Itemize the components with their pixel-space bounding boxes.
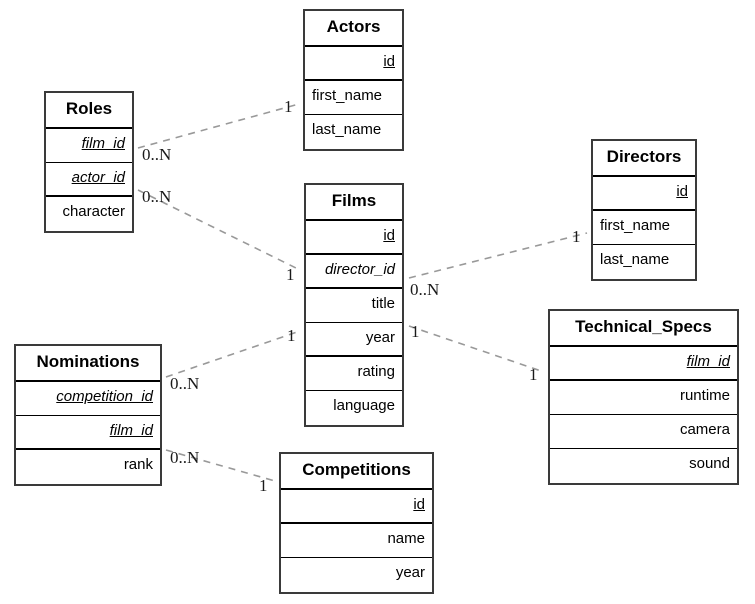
relationship-line-roles-actors — [137, 103, 300, 149]
attribute-label-actor_id: actor_id — [71, 169, 125, 186]
entity-roles[interactable]: Roles film_id actor_id character — [44, 91, 134, 233]
cardinality-films-directors-to: 1 — [572, 227, 581, 246]
relationship-line-nominations-films — [165, 330, 301, 378]
attribute-label-last_name: last_name — [312, 121, 382, 138]
attribute-row-competitions-year[interactable]: year — [281, 558, 432, 592]
attribute-row-roles-actor_id[interactable]: actor_id — [46, 163, 132, 197]
attribute-label-year: year — [365, 329, 395, 346]
attribute-label-competition_id: competition_id — [56, 388, 153, 405]
entity-competitions[interactable]: Competitions id name year — [279, 452, 434, 594]
attribute-row-nominations-competition_id[interactable]: competition_id — [16, 382, 160, 416]
attribute-label-camera: camera — [679, 421, 730, 438]
attribute-label-rating: rating — [357, 363, 395, 380]
attribute-row-technical_specs-runtime[interactable]: runtime — [550, 381, 737, 415]
entity-title-films: Films — [306, 185, 402, 221]
cardinality-roles-films-to: 1 — [286, 265, 295, 284]
cardinality-roles-actors-from: 0..N — [142, 145, 172, 164]
attribute-row-films-year[interactable]: year — [306, 323, 402, 357]
cardinality-nominations-films-from: 0..N — [170, 374, 200, 393]
entity-directors[interactable]: Directors id first_name last_name — [591, 139, 697, 281]
attribute-row-actors-first_name[interactable]: first_name — [305, 81, 402, 115]
entity-title-directors: Directors — [593, 141, 695, 177]
attribute-row-nominations-rank[interactable]: rank — [16, 450, 160, 484]
attribute-row-technical_specs-camera[interactable]: camera — [550, 415, 737, 449]
attribute-row-roles-film_id[interactable]: film_id — [46, 129, 132, 163]
attribute-label-title: title — [371, 295, 395, 312]
entity-title-roles: Roles — [46, 93, 132, 129]
attribute-row-films-title[interactable]: title — [306, 289, 402, 323]
attribute-row-films-rating[interactable]: rating — [306, 357, 402, 391]
relationship-line-films-technical_specs — [408, 325, 545, 373]
cardinality-films-directors-from: 0..N — [410, 280, 440, 299]
cardinality-roles-films-from: 0..N — [142, 187, 172, 206]
entity-title-nominations: Nominations — [16, 346, 160, 382]
attribute-row-technical_specs-film_id[interactable]: film_id — [550, 347, 737, 381]
attribute-label-director_id: director_id — [324, 261, 395, 278]
cardinality-nominations-films-to: 1 — [287, 326, 296, 345]
attribute-row-nominations-film_id[interactable]: film_id — [16, 416, 160, 450]
attribute-row-films-language[interactable]: language — [306, 391, 402, 425]
attribute-row-directors-last_name[interactable]: last_name — [593, 245, 695, 279]
attribute-row-directors-id[interactable]: id — [593, 177, 695, 211]
attribute-label-first_name: first_name — [312, 87, 383, 104]
attribute-row-technical_specs-sound[interactable]: sound — [550, 449, 737, 483]
attribute-label-character: character — [62, 203, 125, 220]
attribute-label-film_id: film_id — [686, 353, 730, 370]
attribute-label-id: id — [383, 53, 395, 70]
cardinality-roles-actors-to: 1 — [284, 97, 293, 116]
attribute-label-rank: rank — [123, 456, 153, 473]
attribute-row-competitions-name[interactable]: name — [281, 524, 432, 558]
attribute-label-year: year — [395, 564, 425, 581]
entity-title-technical_specs: Technical_Specs — [550, 311, 737, 347]
attribute-label-language: language — [333, 397, 395, 414]
attribute-row-directors-first_name[interactable]: first_name — [593, 211, 695, 245]
attribute-row-films-id[interactable]: id — [306, 221, 402, 255]
entity-title-actors: Actors — [305, 11, 402, 47]
entity-title-competitions: Competitions — [281, 454, 432, 490]
attribute-label-first_name: first_name — [600, 217, 671, 234]
cardinality-films-technical_specs-from: 1 — [411, 322, 420, 341]
attribute-label-film_id: film_id — [109, 422, 153, 439]
attribute-row-competitions-id[interactable]: id — [281, 490, 432, 524]
cardinality-nominations-competitions-to: 1 — [259, 476, 268, 495]
attribute-label-id: id — [413, 496, 425, 513]
attribute-label-runtime: runtime — [679, 387, 730, 404]
attribute-row-actors-last_name[interactable]: last_name — [305, 115, 402, 149]
attribute-row-roles-character[interactable]: character — [46, 197, 132, 231]
attribute-row-films-director_id[interactable]: director_id — [306, 255, 402, 289]
attribute-label-sound: sound — [689, 455, 730, 472]
attribute-row-actors-id[interactable]: id — [305, 47, 402, 81]
attribute-label-id: id — [383, 227, 395, 244]
attribute-label-name: name — [387, 530, 425, 547]
attribute-label-film_id: film_id — [81, 135, 125, 152]
cardinality-films-technical_specs-to: 1 — [529, 365, 538, 384]
relationship-line-films-directors — [408, 232, 588, 279]
cardinality-nominations-competitions-from: 0..N — [170, 448, 200, 467]
attribute-label-last_name: last_name — [600, 251, 670, 268]
attribute-label-id: id — [676, 183, 688, 200]
